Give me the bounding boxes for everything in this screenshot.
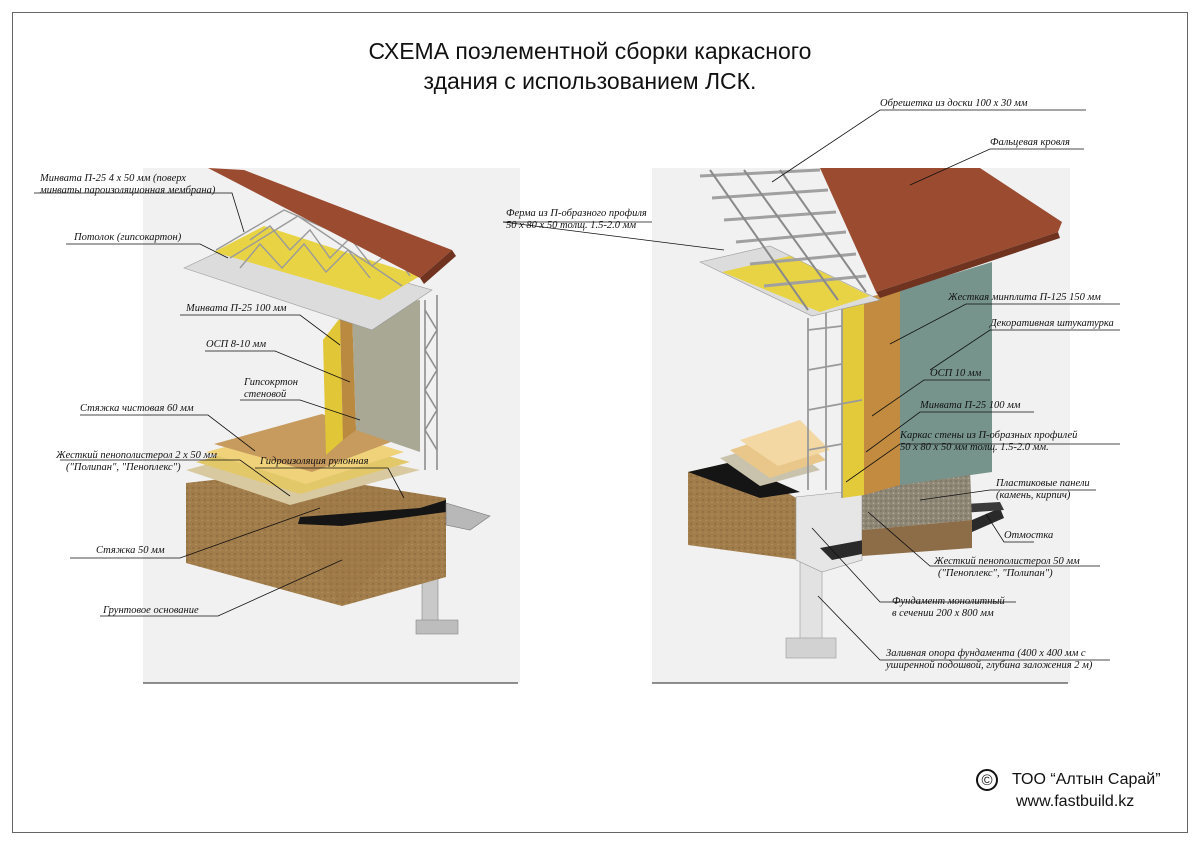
right-leader-lines — [502, 109, 1120, 661]
left-wall-insulation — [323, 318, 343, 455]
page-title: СХЕМА поэлементной сборки каркасного зда… — [0, 36, 1180, 96]
label-styazhka-50: Стяжка 50 мм — [96, 545, 165, 556]
label-minvata-100-right: Минвата П-25 100 мм — [920, 400, 1021, 411]
label-plastikovye-paneli: Пластиковые панели (камень, кирпич) — [996, 478, 1090, 501]
label-potolok: Потолок (гипсокартон) — [74, 232, 182, 243]
left-wall-truss — [424, 295, 438, 470]
left-wall-osp — [340, 310, 356, 440]
label-styazhka-60: Стяжка чистовая 60 мм — [80, 403, 194, 414]
right-foundation — [795, 489, 863, 573]
company-name: ТОО “Алтын Сарай” — [1012, 771, 1161, 788]
left-waterproof — [298, 500, 446, 526]
page-frame — [12, 12, 1188, 833]
right-wall-osp — [864, 290, 900, 495]
label-penopolisterol-right: Жесткий пенополистерол 50 мм ("Пеноплекс… — [934, 556, 1080, 579]
title-line-2: здания с использованием ЛСК. — [423, 68, 757, 94]
label-fundament: Фундамент монолитный в сечении 200 х 800… — [892, 596, 1005, 619]
label-opora: Заливная опора фундамента (400 х 400 мм … — [886, 648, 1093, 671]
label-osp: ОСП 8-10 мм — [206, 339, 267, 350]
label-minplita: Жесткая минплита П-125 150 мм — [948, 292, 1101, 303]
right-pillar-base — [785, 637, 837, 659]
copyright-block: © ТОО “Алтын Сарай” www.fastbuild.kz — [976, 769, 1161, 813]
left-roof-insulation — [214, 226, 420, 300]
website-link[interactable]: www.fastbuild.kz — [1016, 793, 1135, 810]
copyright-icon: © — [976, 769, 998, 791]
label-osp-10: ОСП 10 мм — [930, 368, 982, 379]
right-roof — [820, 168, 1062, 292]
right-wall-frame — [807, 306, 863, 498]
left-post-base — [415, 619, 459, 635]
label-gidroizolyaciya: Гидроизоляция рулонная — [260, 456, 369, 467]
right-wall-insulation — [842, 298, 864, 498]
right-wall-minplita — [900, 262, 992, 485]
right-battens — [699, 168, 867, 288]
label-penopolisterol: Жесткий пенополистерол 2 х 50 мм ("Полип… — [56, 450, 217, 473]
label-shtukaturka: Декоративная штукатурка — [990, 318, 1114, 329]
label-ferma: Ферма из П-образного профиля 50 х 80 х 5… — [506, 208, 647, 231]
label-falc-krovlya: Фальцевая кровля — [990, 137, 1070, 148]
label-obreshetka: Обрешетка из доски 100 х 30 мм — [880, 98, 1028, 109]
title-line-1: СХЕМА поэлементной сборки каркасного — [368, 38, 812, 64]
left-wall-gypsum — [352, 300, 420, 452]
left-leader-lines — [34, 192, 660, 617]
label-gipsokarton: Гипсокртон стеновой — [244, 377, 298, 400]
left-soil-block — [186, 472, 446, 606]
left-diagram — [34, 168, 660, 684]
right-diagram — [502, 109, 1120, 684]
label-minvata-top: Минвата П-25 4 х 50 мм (поверх минваты п… — [40, 173, 216, 196]
label-otmostka: Отмостка — [1004, 530, 1054, 541]
label-grunt: Грунтовое основание — [103, 605, 199, 616]
label-karkas: Каркас стены из П-образных профилей 50 х… — [900, 430, 1078, 453]
left-roof — [208, 168, 452, 278]
label-minvata-100: Минвата П-25 100 мм — [186, 303, 287, 314]
